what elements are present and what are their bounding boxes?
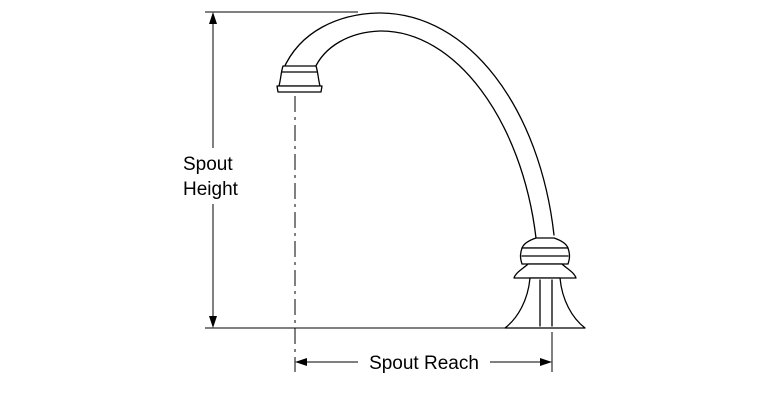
- base-upper-collar: [521, 237, 569, 249]
- aerator-rim: [276, 85, 323, 93]
- reach-arrow-left: [295, 358, 307, 366]
- reach-label-mask: [358, 350, 490, 374]
- spout-reach-label: Spout Reach: [369, 353, 479, 374]
- faucet-base: [504, 237, 586, 329]
- base-shoulder: [513, 263, 577, 279]
- spout-tip: [276, 65, 323, 93]
- spout-reach-dimension: Spout Reach: [295, 332, 553, 374]
- spout-height-dimension: Spout Height: [178, 11, 518, 329]
- aerator-collar: [278, 65, 321, 87]
- spout-height-label-line1: Spout: [183, 154, 233, 175]
- height-label-mask: [178, 148, 250, 204]
- spout-outer-edge: [282, 12, 555, 236]
- faucet-drawing: [276, 12, 586, 329]
- base-flare: [504, 277, 586, 329]
- height-arrow-top: [209, 12, 217, 24]
- height-arrow-bottom: [209, 316, 217, 328]
- spout-inner-edge: [313, 30, 537, 239]
- spout-height-label-line2: Height: [183, 179, 239, 200]
- reach-arrow-right: [540, 358, 552, 366]
